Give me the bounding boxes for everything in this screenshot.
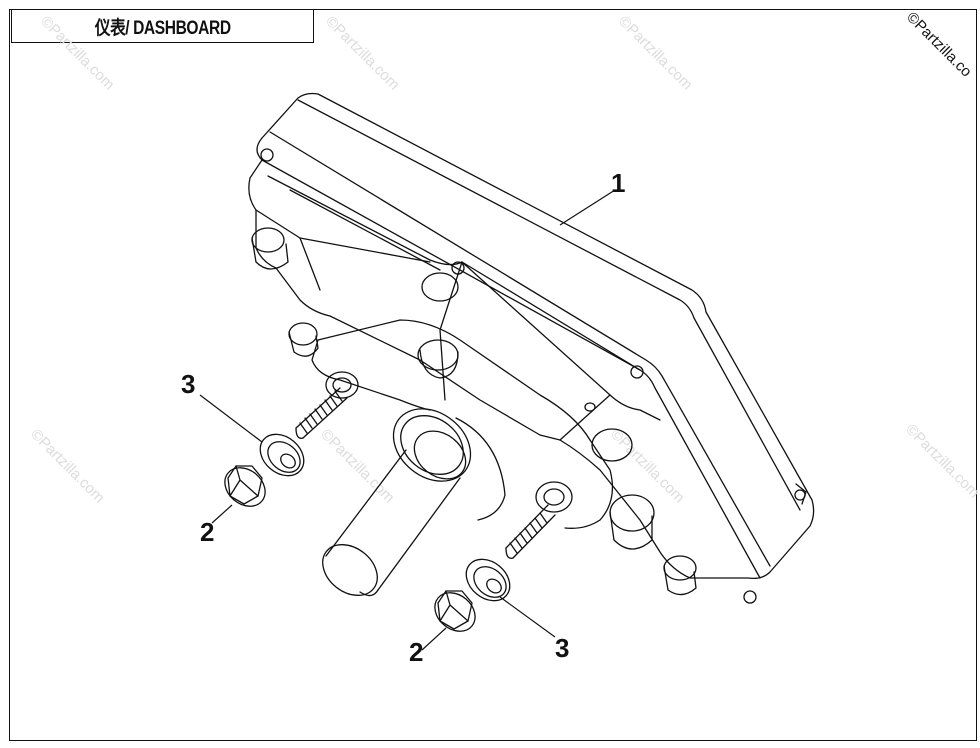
leader-1 <box>559 189 616 226</box>
title-box: 仪表/ DASHBOARD <box>11 9 314 43</box>
leader-2-upper <box>211 504 233 524</box>
callout-3-lower: 3 <box>555 633 569 663</box>
flange-nut-lower <box>434 590 476 632</box>
threaded-stud-lower <box>505 504 556 559</box>
watermark-corner: ©Partzilla.co <box>903 9 975 81</box>
callout-2-lower: 2 <box>409 637 423 667</box>
callout-2-upper: 2 <box>200 517 214 547</box>
leader-3-upper <box>199 394 263 443</box>
watermark: ©Partzilla.com <box>27 426 108 507</box>
diagram-frame <box>9 9 977 741</box>
leader-3-lower <box>499 596 556 638</box>
edge-clip <box>795 483 807 505</box>
callout-1: 1 <box>611 168 625 198</box>
leader-2-lower <box>421 627 447 651</box>
threaded-stud-upper <box>295 387 348 439</box>
watermark: ©Partzilla.com <box>615 13 696 94</box>
watermark: ©Partzilla.com <box>322 13 403 94</box>
leader-lines <box>199 189 616 651</box>
callout-3-upper: 3 <box>181 369 195 399</box>
connector-tube <box>322 449 461 597</box>
washer-upper <box>259 433 305 477</box>
flange-nut-upper <box>224 465 266 507</box>
watermarks: ©Partzilla.com ©Partzilla.com ©Partzilla… <box>27 9 980 507</box>
watermark: ©Partzilla.com <box>317 426 398 507</box>
watermark: ©Partzilla.com <box>37 13 118 94</box>
watermark: ©Partzilla.com <box>902 421 980 502</box>
dashboard-instrument-housing <box>248 92 815 604</box>
callouts: 1 3 2 2 3 <box>181 168 625 667</box>
washer-lower <box>465 558 511 602</box>
diagram-title: 仪表/ DASHBOARD <box>94 17 231 39</box>
